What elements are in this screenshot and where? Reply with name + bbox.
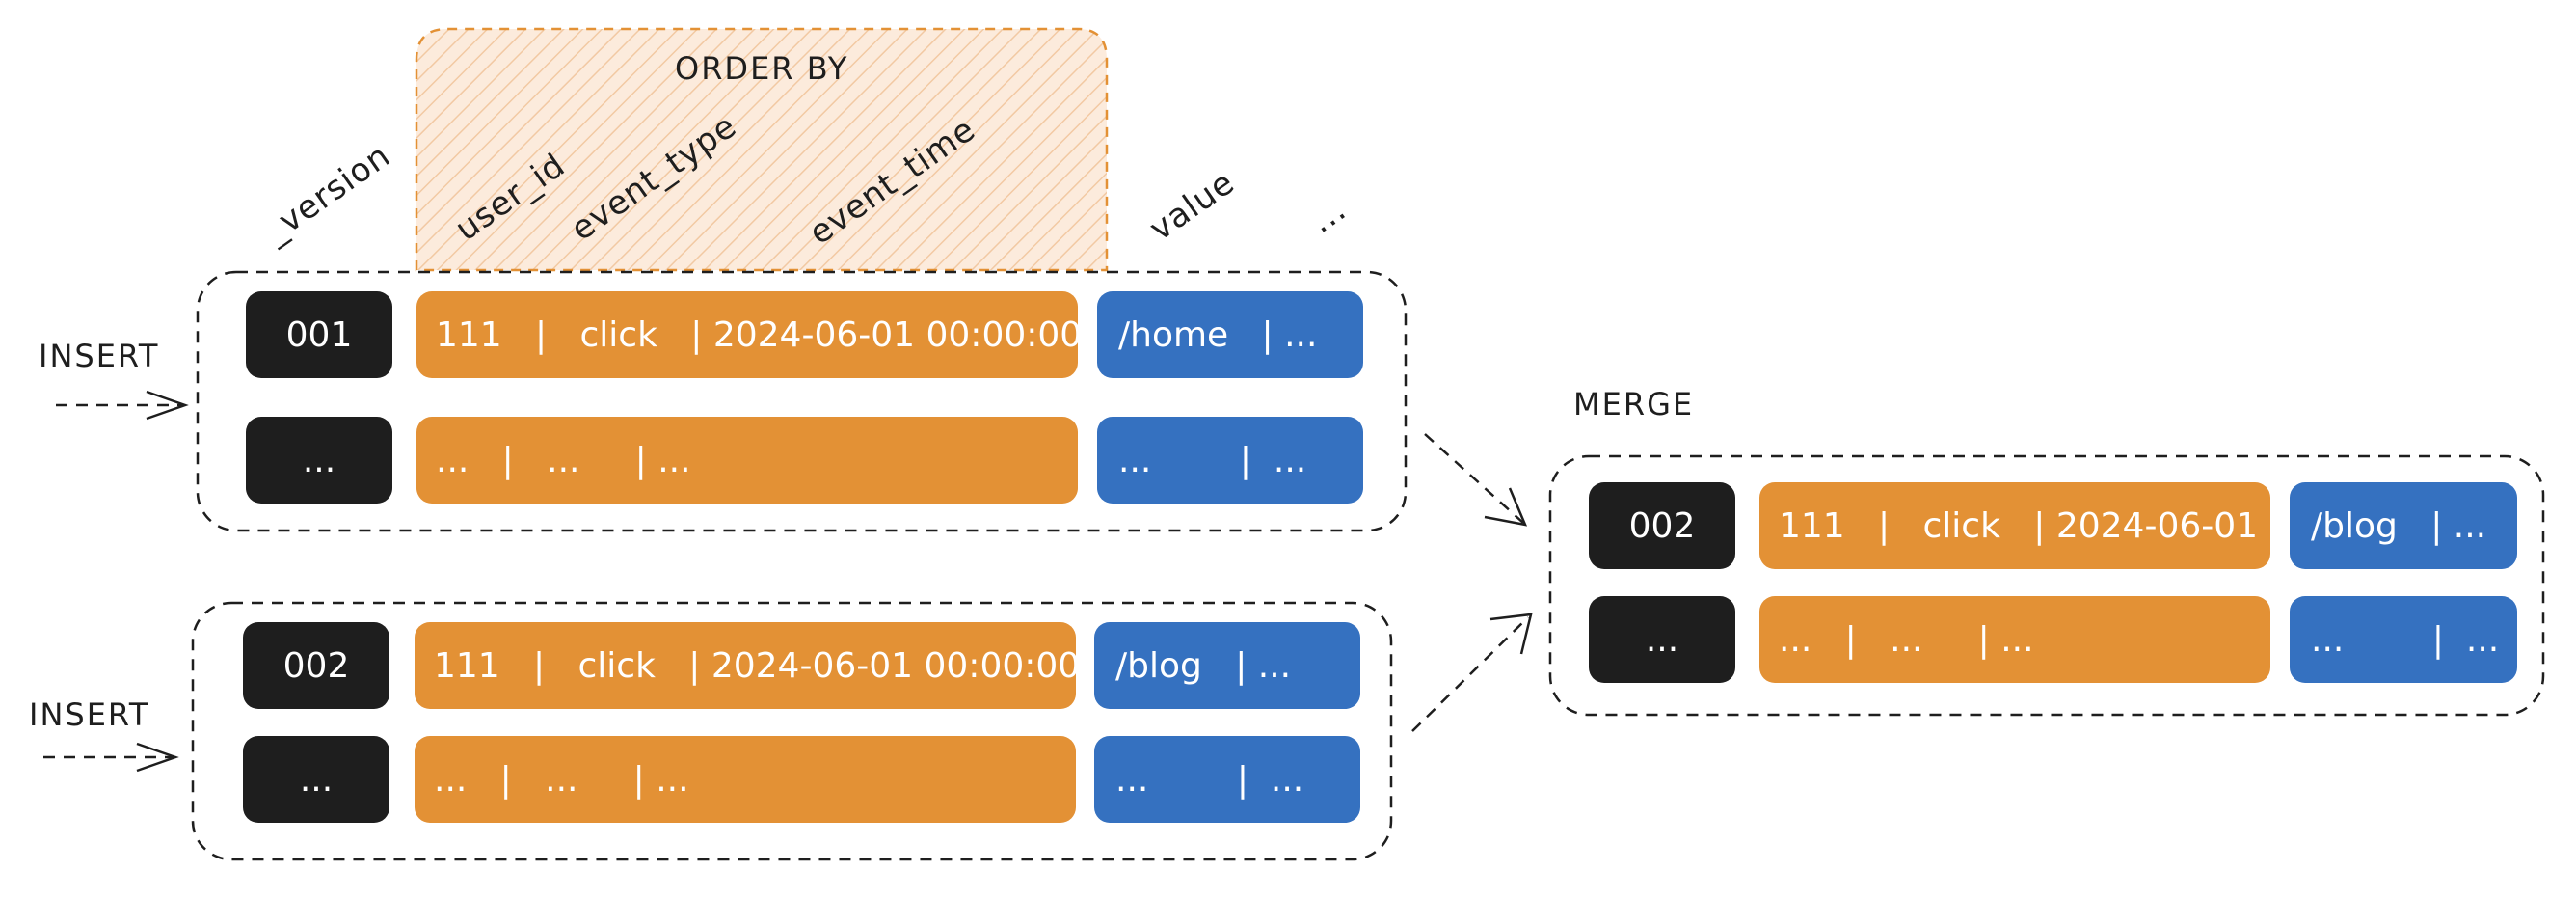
order-by-region	[415, 27, 1109, 272]
insert-label-2: INSERT	[29, 696, 150, 733]
merge-arrow-1	[1424, 433, 1528, 527]
part1-row2-version: ...	[246, 417, 392, 504]
merged-row2-version: ...	[1589, 596, 1735, 683]
part2-row2-key: ... | ... | ...	[415, 736, 1076, 823]
part2-row2-value: ... | ...	[1094, 736, 1360, 823]
part2-row1-version: 002	[243, 622, 389, 709]
merged-row1-value: /blog | ...	[2290, 482, 2517, 569]
merge-arrow-2	[1411, 613, 1533, 732]
part1-row1-key: 111 | click | 2024-06-01 00:00:00	[416, 291, 1078, 378]
part-group-1	[196, 270, 1408, 532]
merged-row2-key: ... | ... | ...	[1759, 596, 2270, 683]
merged-row1-version: 002	[1589, 482, 1735, 569]
part1-row1-version: 001	[246, 291, 392, 378]
insert-arrow-2	[43, 742, 179, 773]
part2-row1-key: 111 | click | 2024-06-01 00:00:00	[415, 622, 1076, 709]
merge-label: MERGE	[1573, 386, 1695, 422]
part2-row2-version: ...	[243, 736, 389, 823]
part1-row1-value: /home | ...	[1097, 291, 1363, 378]
part2-row1-value: /blog | ...	[1094, 622, 1360, 709]
part-group-2	[191, 601, 1393, 861]
part1-row2-value: ... | ...	[1097, 417, 1363, 504]
merged-row1-key: 111 | click | 2024-06-01 ...	[1759, 482, 2270, 569]
insert-label-1: INSERT	[39, 338, 160, 374]
merged-row2-value: ... | ...	[2290, 596, 2517, 683]
insert-arrow-1	[56, 390, 189, 421]
order-by-label: ORDER BY	[675, 50, 849, 87]
part1-row2-key: ... | ... | ...	[416, 417, 1078, 504]
